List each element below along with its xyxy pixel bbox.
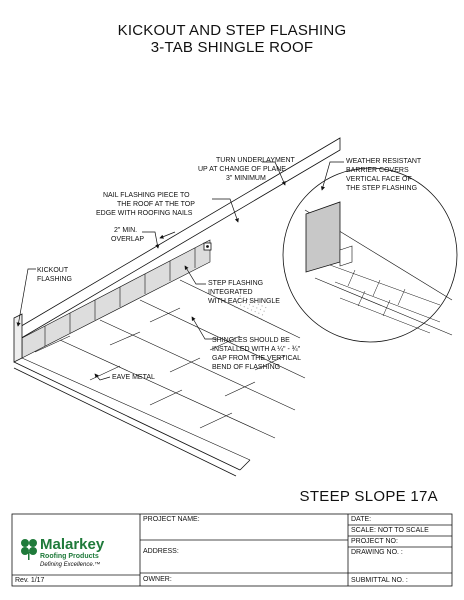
callout-nail-1: NAIL FLASHING PIECE TO — [103, 192, 190, 199]
callout-eave: EAVE METAL — [112, 374, 155, 381]
callout-shingles-1: SHINGLES SHOULD BE — [212, 337, 290, 344]
callout-kickout-1: KICKOUT — [37, 267, 69, 274]
kickout-flashing — [13, 313, 23, 363]
address-label: ADDRESS: — [143, 548, 179, 555]
detail-step-flashing — [339, 245, 353, 267]
title-line-1: KICKOUT AND STEP FLASHING — [117, 22, 347, 39]
callout-nail-3: EDGE WITH ROOFING NAILS — [96, 210, 193, 217]
sheet-label: STEEP SLOPE 17A — [299, 488, 438, 505]
title-line-2: 3-TAB SHINGLE ROOF — [150, 39, 314, 56]
eave-metal — [13, 361, 251, 477]
revision-label: Rev. 1/17 — [15, 577, 45, 584]
callout-barrier-1: WEATHER RESISTANT — [346, 158, 422, 165]
logo-tagline: Defining Excellence.™ — [40, 562, 101, 568]
logo-subtitle: Roofing Products — [40, 553, 99, 560]
submittal-no-label: SUBMITTAL NO. : — [351, 577, 408, 584]
callout-underlayment-1: TURN UNDERLAYMENT — [216, 157, 296, 164]
callout-kickout-2: FLASHING — [37, 276, 72, 283]
title-block-frame — [11, 513, 453, 587]
project-no-label: PROJECT NO: — [351, 538, 398, 545]
callout-underlayment-2: UP AT CHANGE OF PLANE — [198, 166, 286, 173]
callout-step-1: STEP FLASHING — [208, 280, 263, 287]
callout-overlap-2: OVERLAP — [111, 236, 144, 243]
nail-icon — [203, 242, 212, 251]
date-label: DATE: — [351, 516, 372, 523]
weather-barrier — [305, 201, 341, 273]
callout-step-3: WITH EACH SHINGLE — [208, 298, 280, 305]
project-name-label: PROJECT NAME: — [143, 516, 200, 523]
callout-overlap-1: 2" MIN. — [114, 227, 137, 234]
callout-shingles-2: INSTALLED WITH A ¼" - ¾" — [212, 346, 301, 353]
callout-step-2: INTEGRATED — [208, 289, 253, 296]
logo-name: Malarkey — [40, 536, 105, 553]
shingle-courses — [21, 279, 306, 461]
shingle-gap-area — [233, 294, 268, 320]
callout-shingles-4: BEND OF FLASHING — [212, 364, 280, 371]
step-flashing-band — [21, 239, 211, 359]
scale-label: SCALE: NOT TO SCALE — [351, 527, 429, 534]
clover-logo-icon — [21, 539, 37, 560]
leader-lines — [16, 161, 344, 381]
owner-label: OWNER: — [143, 576, 172, 583]
callout-barrier-2: BARRIER COVERS — [346, 167, 409, 174]
callout-barrier-3: VERTICAL FACE OF — [346, 176, 412, 183]
callout-shingles-3: GAP FROM THE VERTICAL — [212, 355, 301, 362]
callout-barrier-4: THE STEP FLASHING — [346, 185, 417, 192]
callout-text: TURN UNDERLAYMENT UP AT CHANGE OF PLANE … — [37, 157, 422, 381]
callout-nail-2: THE ROOF AT THE TOP — [117, 201, 195, 208]
drawing-no-label: DRAWING NO. : — [351, 549, 403, 556]
detail-shingles — [329, 264, 441, 334]
callout-underlayment-3: 3" MINIMUM — [226, 175, 266, 182]
